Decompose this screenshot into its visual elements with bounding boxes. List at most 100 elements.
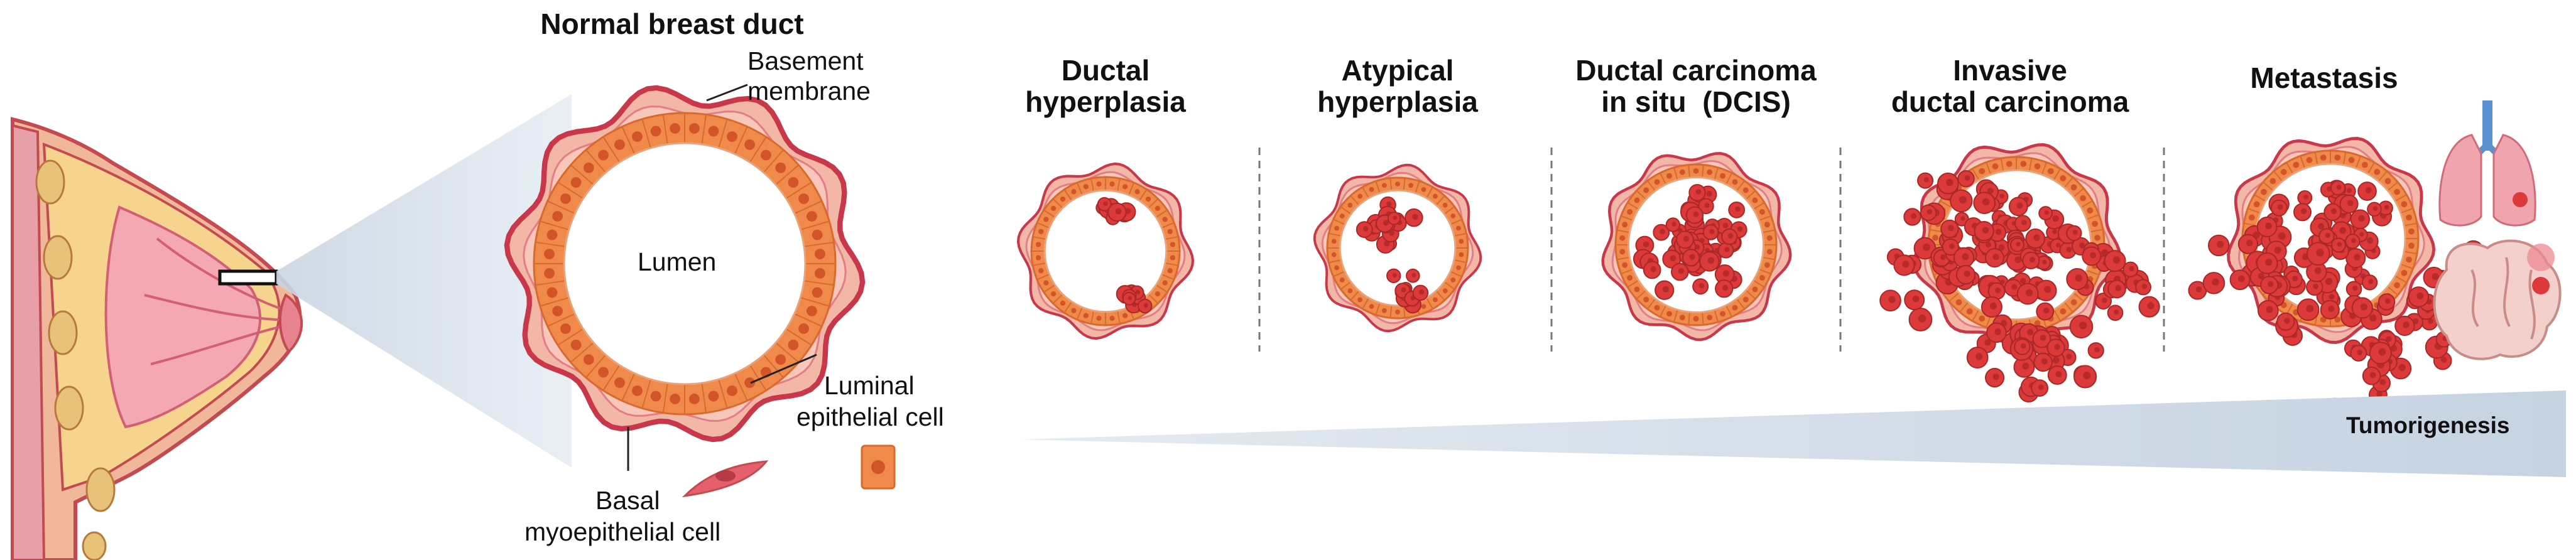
cell-nucleus [708, 390, 719, 402]
lungs-icon [2438, 100, 2536, 227]
tumor-nucleus [1962, 253, 1969, 261]
tumor-nucleus [2325, 277, 2333, 285]
cell-nucleus [798, 193, 809, 204]
cell-border [1959, 301, 1969, 313]
cell-nucleus [1331, 252, 1337, 257]
cell-border [1745, 190, 1756, 200]
cell-border [1725, 304, 1732, 318]
cell-nucleus [2306, 157, 2313, 163]
cell-border [2367, 162, 2375, 175]
cell-nucleus [552, 211, 563, 222]
cell-nucleus [1071, 308, 1077, 313]
tumor-nucleus [1927, 209, 1933, 215]
stage-label-line1: Metastasis [2250, 62, 2398, 94]
cell-border [2355, 156, 2361, 169]
tumor-nucleus [2021, 220, 2027, 225]
cell-border [2243, 222, 2257, 227]
cell-border [1636, 289, 1647, 299]
cell-nucleus [1666, 173, 1672, 179]
duct-lumen [1043, 189, 1168, 313]
cell-nucleus [2293, 161, 2300, 168]
tumor-nucleus [1912, 295, 1920, 303]
tumor-nucleus [2267, 281, 2274, 288]
cell-border [701, 382, 707, 413]
cell-border [794, 313, 822, 327]
cell-nucleus [1357, 297, 1363, 303]
cell-nucleus [1122, 184, 1128, 190]
cell-nucleus [689, 123, 700, 134]
cell-nucleus [1966, 308, 1973, 315]
tumor-nucleus [2054, 343, 2060, 350]
stage-label-dcis: Ductal carcinoma in situ (DCIS) [1564, 55, 1828, 117]
tumor-nucleus [2079, 321, 2087, 330]
cell-nucleus [614, 139, 625, 150]
tumor-nucleus [2052, 229, 2057, 235]
cell-border [803, 241, 834, 247]
cell-border [1138, 189, 1148, 202]
cell-nucleus [2034, 163, 2041, 170]
tumor-nucleus [2147, 302, 2155, 310]
tumor-nucleus [1888, 296, 1896, 303]
tumor-nucleus [1737, 226, 1743, 232]
tumor-nucleus [2347, 200, 2354, 207]
cell-nucleus [1083, 313, 1089, 318]
cell-nucleus [1693, 316, 1699, 322]
tumor-nucleus [2416, 292, 2424, 299]
tumor-nucleus [2314, 267, 2322, 274]
cell-nucleus [1170, 242, 1175, 247]
cell-nucleus [1408, 183, 1414, 188]
cell-nucleus [1155, 291, 1161, 297]
cell-border [1647, 298, 1656, 310]
tumor-nucleus [2216, 240, 2224, 248]
cell-nucleus [727, 385, 737, 396]
tumor-nucleus [2079, 242, 2085, 249]
cell-border [1758, 215, 1771, 222]
cell-nucleus [1450, 277, 1456, 283]
cell-nucleus [1060, 300, 1066, 306]
cell-border [540, 220, 570, 230]
cell-border [1736, 180, 1745, 191]
cell-nucleus [1109, 181, 1115, 187]
tumor-nucleus [1671, 222, 1677, 227]
cell-nucleus [2060, 308, 2067, 315]
cell-border [1621, 268, 1634, 275]
cell-nucleus [1450, 213, 1456, 218]
tumorigenesis-label: Tumorigenesis [2346, 412, 2510, 438]
cell-border [2314, 151, 2318, 165]
tumor-nucleus [2246, 239, 2253, 247]
cell-border [1329, 259, 1342, 264]
tumor-nucleus [2358, 215, 2365, 222]
cell-border [1435, 195, 1445, 206]
cell-nucleus [1145, 196, 1151, 202]
cell-nucleus [1122, 313, 1128, 318]
cell-border [662, 382, 668, 413]
tumor-nucleus [1419, 289, 1425, 295]
zoom-wedge [276, 94, 572, 468]
tumor-nucleus [1982, 227, 1989, 234]
stage-duct-atypical [1313, 163, 1482, 333]
tumor-nucleus [1940, 254, 1946, 261]
cell-border [1052, 198, 1063, 209]
tumor-nucleus [2337, 242, 2342, 247]
cell-nucleus [2020, 161, 2027, 167]
cell-nucleus [1050, 291, 1057, 297]
cell-border [1636, 190, 1647, 200]
cell-nucleus [1038, 229, 1044, 234]
cell-nucleus [2070, 299, 2077, 306]
cell-border [1621, 215, 1634, 222]
cell-nucleus [632, 385, 643, 396]
cell-border [1745, 289, 1756, 299]
tumor-nucleus [2266, 306, 2273, 313]
basal-label-2: myoepithelial cell [524, 517, 721, 546]
cell-border [785, 328, 812, 346]
tumor-nucleus [1698, 283, 1705, 289]
tumor-nucleus [2367, 237, 2374, 244]
cell-nucleus [1162, 280, 1168, 286]
cell-border [1155, 284, 1168, 293]
cell-nucleus [1442, 288, 1448, 294]
cell-nucleus [2253, 201, 2260, 208]
cell-border [2080, 200, 2093, 208]
cell-border [2247, 208, 2261, 214]
cell-nucleus [1955, 299, 1962, 306]
cell-border [1940, 200, 1952, 208]
